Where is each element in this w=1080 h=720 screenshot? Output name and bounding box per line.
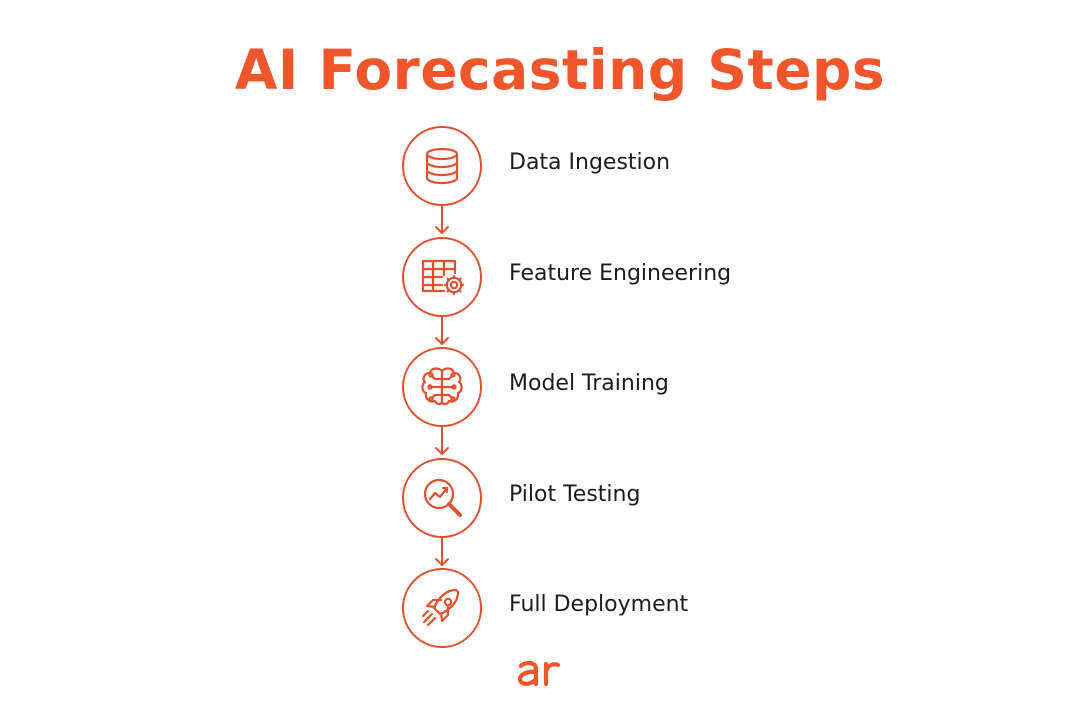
connector-arrow <box>431 425 453 457</box>
brand-logo <box>516 652 564 692</box>
step-feature-engineering: Feature Engineering <box>402 237 902 317</box>
table-gear-icon <box>402 237 482 317</box>
step-circle <box>402 568 482 648</box>
step-model-training: Model Training <box>402 347 902 427</box>
step-label: Model Training <box>509 371 669 396</box>
step-label: Data Ingestion <box>509 150 671 175</box>
step-pilot-testing: Pilot Testing <box>402 458 902 538</box>
connector-arrow <box>431 315 453 347</box>
diagram-title: AI Forecasting Steps <box>234 38 886 102</box>
connector-arrow <box>431 536 453 568</box>
brain-circuit-icon <box>402 347 482 427</box>
magnifier-chart-icon <box>402 458 482 538</box>
database-icon <box>402 126 482 206</box>
step-label: Feature Engineering <box>509 261 732 286</box>
step-full-deployment: Full Deployment <box>402 568 902 648</box>
step-data-ingestion: Data Ingestion <box>402 126 902 206</box>
step-label: Pilot Testing <box>509 482 641 507</box>
rocket-icon <box>402 568 482 648</box>
step-label: Full Deployment <box>509 592 689 617</box>
step-circle <box>402 126 482 206</box>
step-circle <box>402 458 482 538</box>
connector-arrow <box>431 204 453 236</box>
